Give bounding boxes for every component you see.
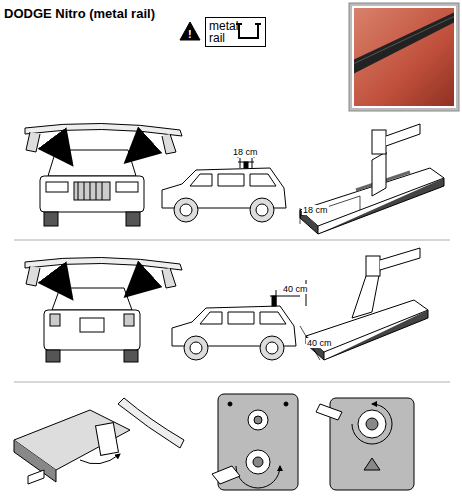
dimension-label: 40 cm bbox=[306, 338, 333, 348]
dimension-label: 18 cm bbox=[302, 205, 329, 215]
page-title: DODGE Nitro (metal rail) bbox=[4, 6, 155, 21]
warning-box: metal rail bbox=[205, 17, 266, 47]
dimension-label: 40 cm bbox=[282, 284, 309, 294]
dimension-label: 18 cm bbox=[232, 147, 259, 157]
svg-text:!: ! bbox=[188, 28, 192, 40]
box-label: metal rail bbox=[209, 20, 241, 44]
